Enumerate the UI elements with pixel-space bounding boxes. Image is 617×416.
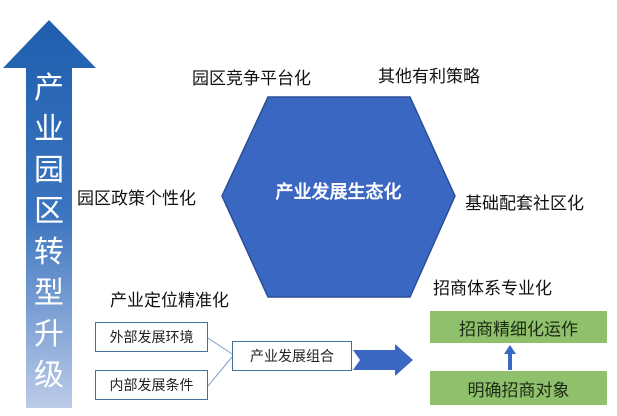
strategy-bottom-left: 产业定位精准化 bbox=[110, 291, 229, 311]
hexagon-label: 产业发展生态化 bbox=[275, 182, 402, 203]
strategy-right: 基础配套社区化 bbox=[465, 194, 584, 214]
industry-combination-box: 产业发展组合 bbox=[232, 341, 352, 371]
ecosystem-hexagon bbox=[221, 96, 456, 298]
arrow-char: 型 bbox=[34, 276, 64, 311]
upgrade-arrow bbox=[3, 20, 96, 408]
refined-investment-box: 招商精细化运作 bbox=[430, 311, 607, 343]
connector-external bbox=[207, 337, 233, 355]
arrow-char: 园 bbox=[34, 153, 64, 188]
connector-internal bbox=[207, 356, 233, 387]
external-conditions-box: 外部发展环境 bbox=[95, 322, 208, 352]
arrow-char: 业 bbox=[34, 112, 64, 147]
arrow-char: 升 bbox=[34, 317, 64, 352]
arrow-char: 产 bbox=[34, 71, 64, 106]
arrow-char: 转 bbox=[34, 235, 64, 270]
strategy-top-right: 其他有利策略 bbox=[378, 67, 480, 87]
up-arrow bbox=[504, 345, 516, 370]
strategy-left: 园区政策个性化 bbox=[77, 189, 196, 209]
internal-conditions-box: 内部发展条件 bbox=[95, 370, 208, 400]
investment-target-box: 明确招商对象 bbox=[430, 371, 607, 405]
upgrade-arrow-text: 产 业 园 区 转 型 升 级 bbox=[26, 68, 72, 396]
right-arrow bbox=[353, 344, 413, 376]
arrow-char: 区 bbox=[34, 194, 64, 229]
arrow-char: 级 bbox=[34, 358, 64, 393]
strategy-top-left: 园区竞争平台化 bbox=[192, 69, 311, 89]
strategy-bottom-right: 招商体系专业化 bbox=[433, 279, 552, 299]
